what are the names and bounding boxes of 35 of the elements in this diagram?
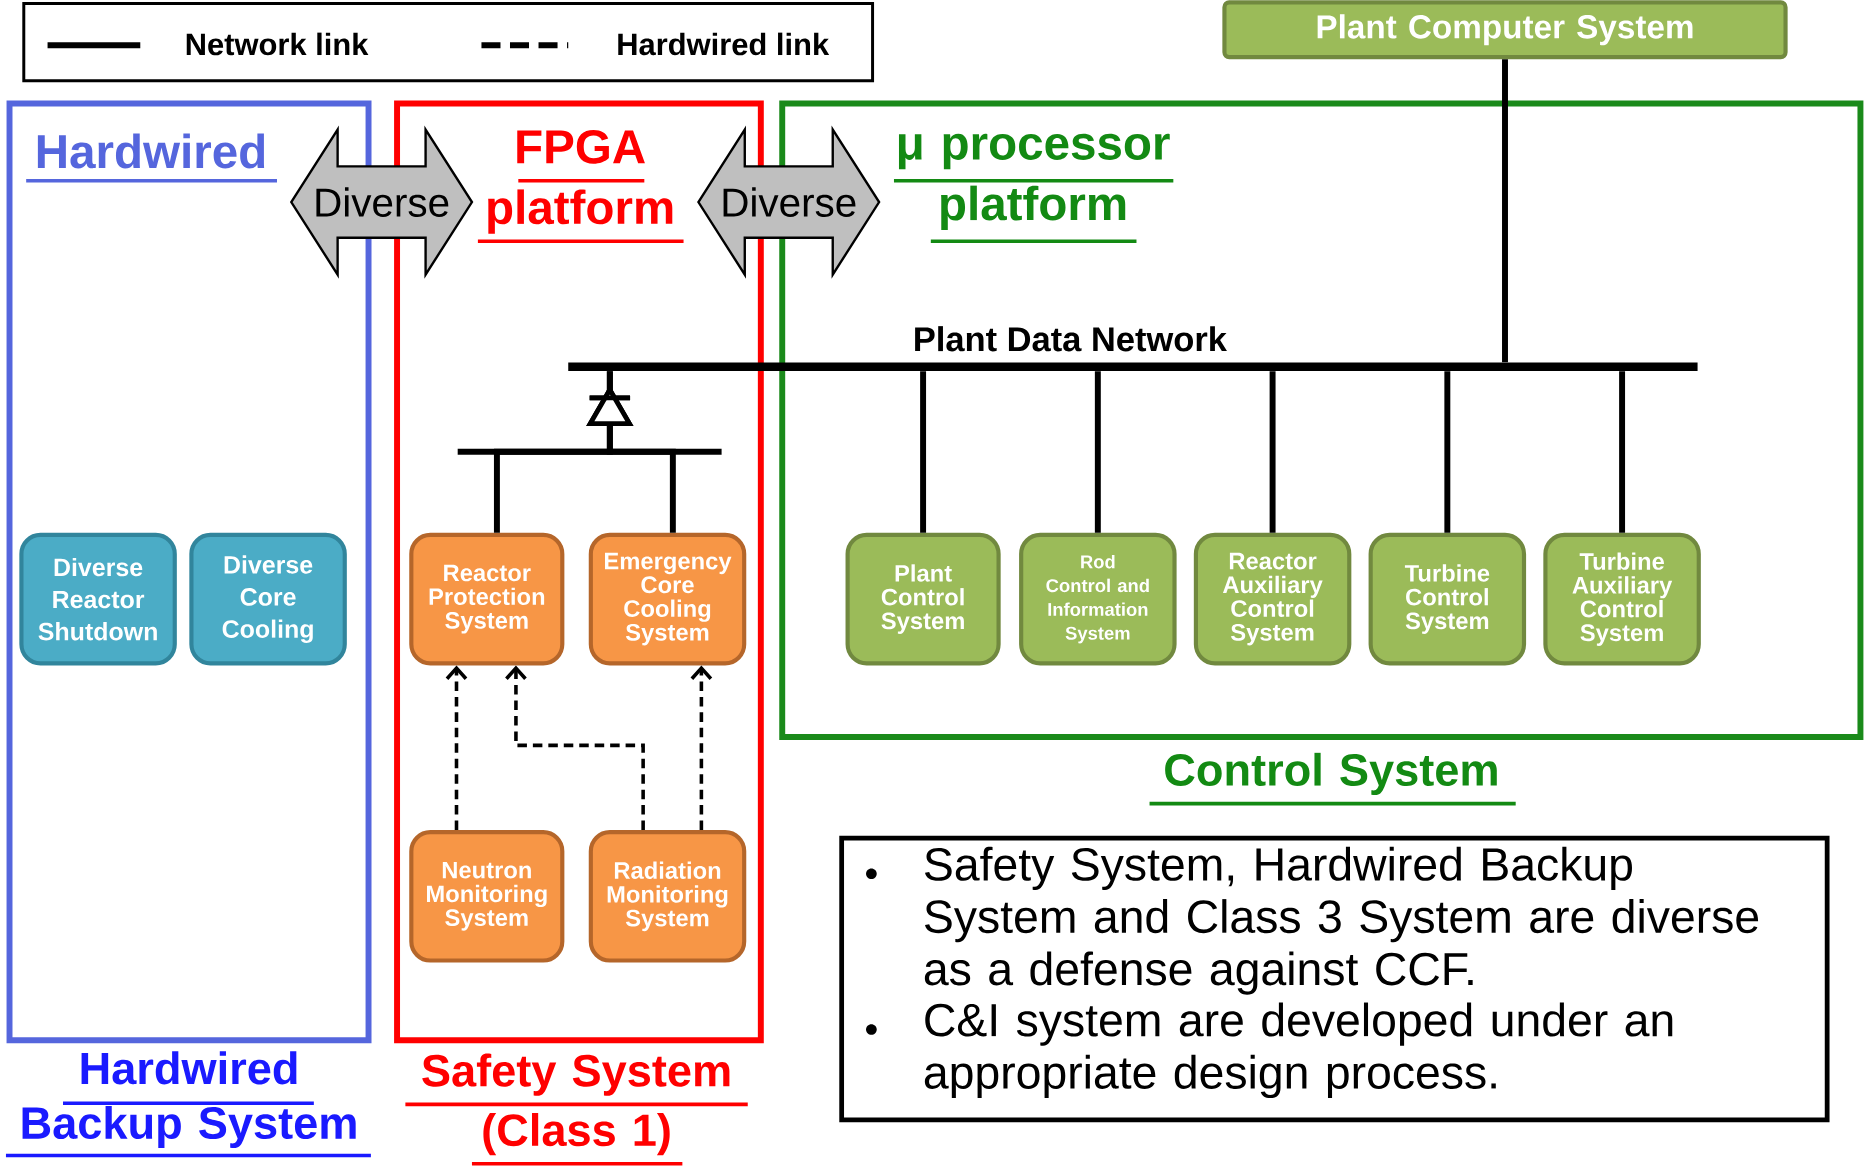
group-caption: Hardwired Backup System [5, 1051, 371, 1158]
section-heading: Hardwired [26, 133, 277, 183]
network-bus [568, 362, 1698, 371]
connector [690, 665, 713, 830]
connector [505, 665, 645, 830]
connector [1094, 371, 1101, 533]
bus-label: Plant Data Network [915, 325, 1227, 352]
connector [1269, 371, 1276, 533]
system-bar: Plant Computer System [1222, 0, 1788, 59]
bullet-text: C&I system are developed under an appropriate design process. [924, 1002, 1673, 1098]
connector [1444, 371, 1451, 533]
group-caption: Safety System (Class 1) [405, 1053, 748, 1166]
system-box: Turbine Auxiliary Control System [1543, 532, 1701, 666]
system-box: Diverse Core Cooling [189, 532, 347, 666]
connector [1619, 371, 1626, 533]
connector [586, 371, 676, 533]
system-box: Reactor Protection System [409, 532, 565, 666]
system-box: Turbine Control System [1368, 532, 1527, 666]
system-box: Emergency Core Cooling System [588, 532, 747, 666]
connector [445, 665, 468, 830]
system-box: Reactor Auxiliary Control System [1193, 532, 1352, 666]
legend-label: Hardwired link [618, 32, 830, 56]
system-box: Diverse Reactor Shutdown [19, 532, 177, 666]
section-heading: FPGA platform [477, 129, 684, 243]
system-box: Radiation Monitoring System [588, 829, 747, 963]
connector [920, 371, 927, 533]
legend-label: Network link [186, 32, 369, 56]
group-caption: Control System [1149, 752, 1516, 806]
system-box: Rod Control and Information System [1019, 532, 1177, 666]
bus-line [457, 448, 722, 455]
section-heading: μ processor platform [893, 133, 1174, 243]
connector [1502, 58, 1508, 362]
system-box: Neutron Monitoring System [409, 829, 565, 963]
system-box: Plant Control System [845, 532, 1001, 666]
bullet-text: Safety System, Hardwired Backup System and Class 3 System are diverse as a defense against CCF. [924, 846, 1759, 995]
